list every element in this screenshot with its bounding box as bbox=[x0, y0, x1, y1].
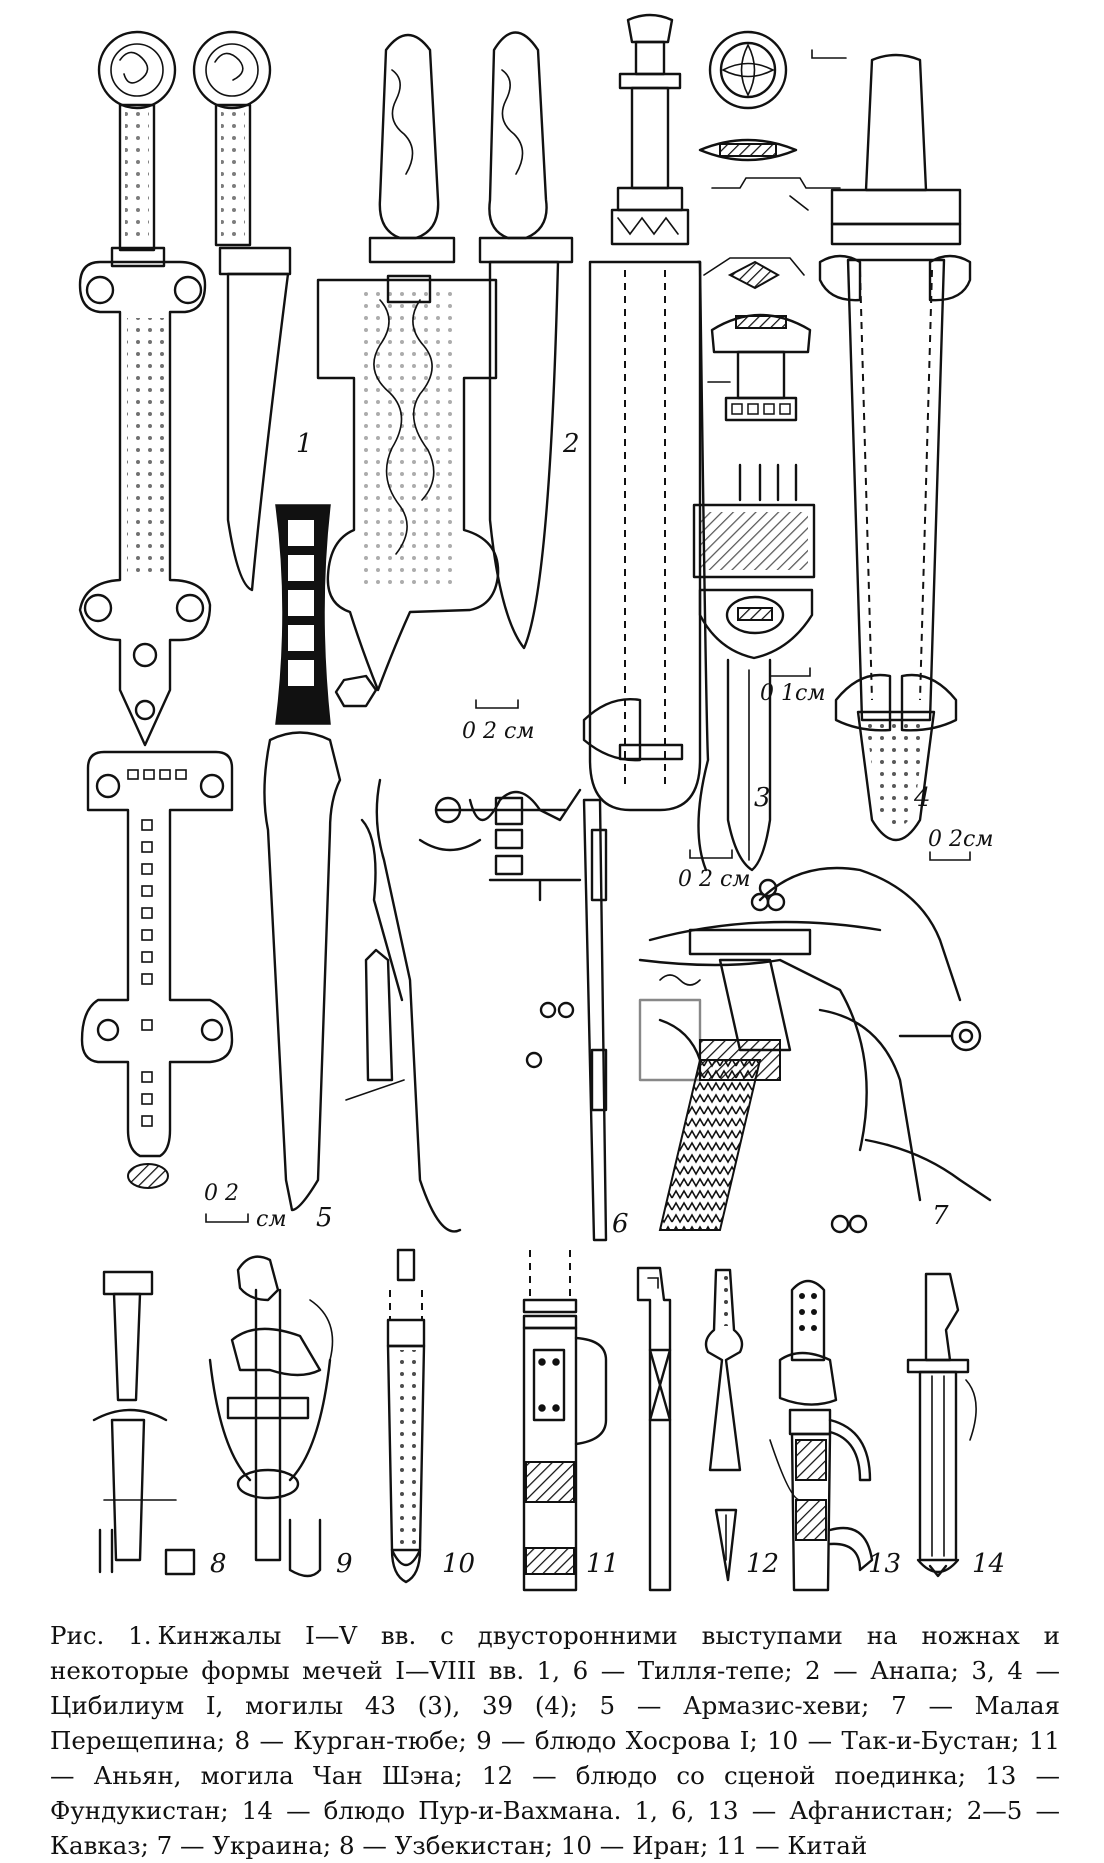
fig-number-4: 4 bbox=[913, 783, 931, 813]
fig-3-details bbox=[692, 30, 847, 660]
fig-11-scabbard bbox=[522, 1250, 608, 1592]
scale-bar-fig-5 bbox=[205, 1213, 249, 1223]
scale-bar-fig-2 bbox=[475, 699, 519, 709]
fig-2-dagger bbox=[316, 31, 574, 692]
fig-number-8: 8 bbox=[210, 1549, 227, 1579]
fig-6-belt-sword bbox=[345, 778, 608, 1242]
scale-label-fig-5-bottom: см bbox=[256, 1207, 287, 1232]
fig-number-11: 11 bbox=[586, 1549, 619, 1579]
scale-label-fig-3: 0 2 см bbox=[678, 867, 751, 892]
fig-1-dagger bbox=[78, 30, 292, 747]
fig-5-dagger bbox=[80, 504, 378, 1212]
scale-bar-fig-3-detail bbox=[769, 667, 811, 677]
fig-number-14: 14 bbox=[972, 1549, 1005, 1579]
fig-number-5: 5 bbox=[316, 1203, 333, 1233]
fig-number-1: 1 bbox=[296, 429, 313, 459]
fig-number-7: 7 bbox=[932, 1201, 949, 1231]
fig-10-sword-scabbard bbox=[386, 1248, 426, 1584]
fig-13-hand-sword bbox=[769, 1279, 874, 1592]
fig-7-sword-belt bbox=[638, 866, 992, 1234]
fig-number-12: 12 bbox=[746, 1549, 779, 1579]
fig-number-9: 9 bbox=[336, 1549, 353, 1579]
figure-plate: 1 2 0 2 см bbox=[78, 13, 1005, 1592]
fig-number-3: 3 bbox=[754, 783, 771, 813]
caption-prefix: Рис. 1. bbox=[50, 1621, 152, 1650]
scale-label-fig-2: 0 2 см bbox=[462, 719, 535, 744]
figure-caption: Рис. 1.Кинжалы I—V вв. с двусторонними в… bbox=[50, 1618, 1060, 1863]
fig-number-10: 10 bbox=[442, 1549, 475, 1579]
fig-3-sword bbox=[582, 13, 772, 872]
fig-4-dagger bbox=[818, 53, 972, 841]
scale-label-fig-4: 0 2см bbox=[928, 827, 994, 852]
scale-label-fig-5-top: 0 2 bbox=[204, 1181, 239, 1206]
fig-14-sword bbox=[906, 1272, 977, 1578]
fig-7-rosette bbox=[750, 878, 786, 912]
scale-label-fig-3-detail: 0 1см bbox=[760, 681, 826, 706]
fig-9-hand-sword bbox=[208, 1255, 334, 1578]
caption-text: Кинжалы I—V вв. с двусторонними выступам… bbox=[50, 1621, 1060, 1860]
fig-number-2: 2 bbox=[562, 429, 580, 459]
fig-number-13: 13 bbox=[868, 1549, 901, 1579]
fig-8-sword bbox=[92, 1270, 196, 1576]
fig-12-sword-scabbard bbox=[636, 1266, 744, 1592]
scale-bar-fig-4 bbox=[929, 851, 971, 861]
fig-number-6: 6 bbox=[612, 1209, 629, 1239]
scale-bar-fig-3 bbox=[689, 849, 733, 859]
